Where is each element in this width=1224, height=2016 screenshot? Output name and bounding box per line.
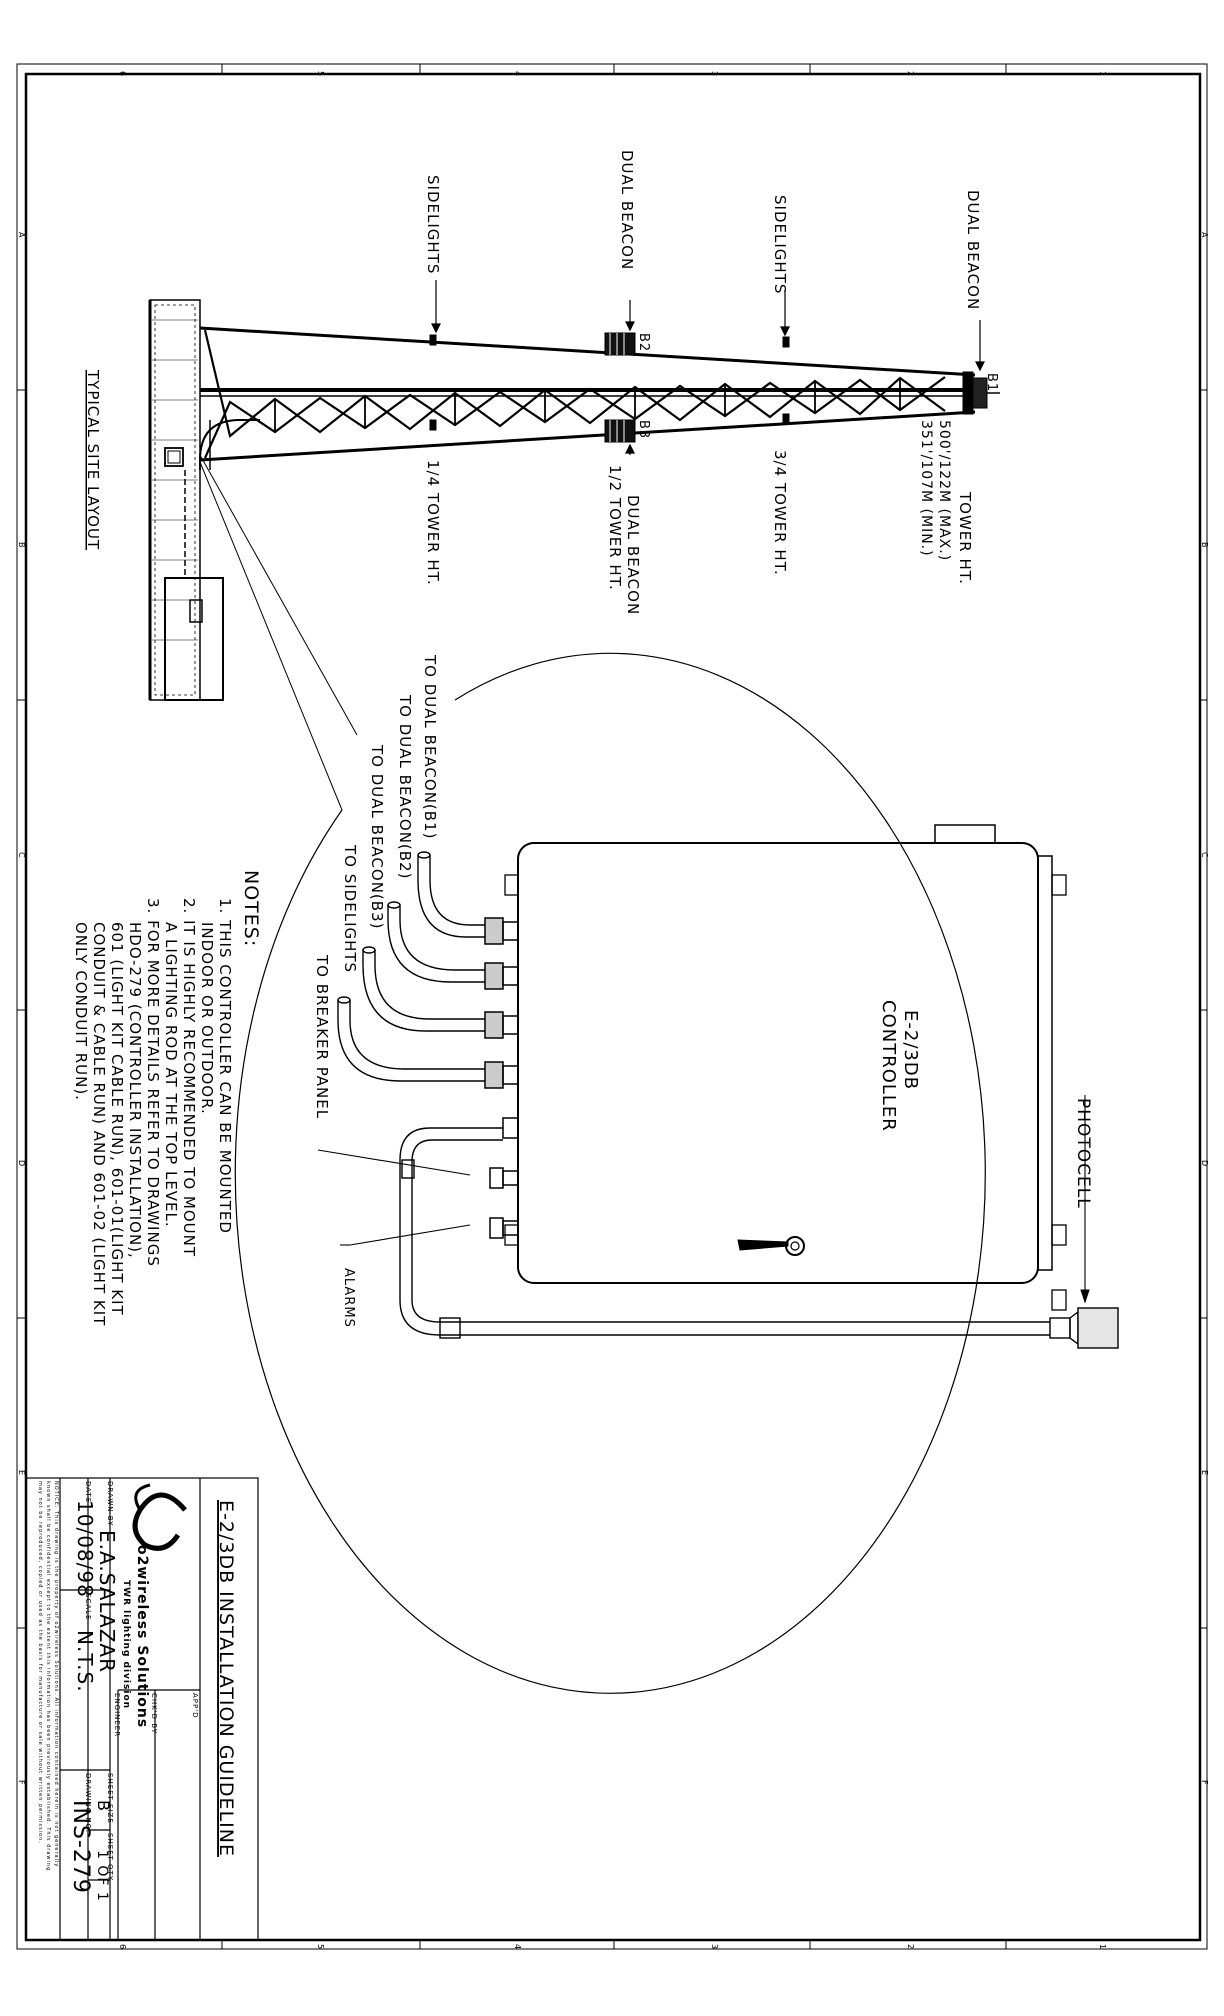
date-value: 10/08/98 [73, 1500, 97, 1598]
label-sidelights-upper: SIDELIGHTS [771, 195, 789, 294]
label-to-breaker: TO BREAKER PANEL [313, 954, 331, 1119]
appd-label: APP'D [191, 1693, 199, 1719]
notes-title: NOTES: [240, 870, 262, 947]
label-alarms: ALARMS [341, 1268, 356, 1328]
zone-letter-left-e: E [17, 1470, 26, 1475]
sheet-border [16, 63, 1208, 1950]
title-block-text: E-2/3DB INSTALLATION GUIDELINE APP'D CHK… [37, 1481, 237, 1902]
zone-letter-left-d: D [17, 1160, 26, 1166]
note-line-8: CONDUIT & CABLE RUN) AND 601-02 (LIGHT K… [90, 922, 108, 1326]
zone-letter-right-d: D [1200, 1160, 1209, 1166]
label-three-quarter-tower: 3/4 TOWER HT. [771, 450, 789, 576]
date-label: DATE [84, 1481, 92, 1503]
drawing-title: E-2/3DB INSTALLATION GUIDELINE [215, 1500, 237, 1857]
company-logo-swirl-icon [132, 1483, 187, 1551]
zone-num-top-6: 6 [118, 71, 127, 76]
drawing-no-label: DRAWING NO. [84, 1773, 92, 1833]
label-typical-site-layout: TYPICAL SITE LAYOUT [84, 369, 102, 550]
zone-num-bottom-3: 3 [710, 1944, 719, 1949]
zone-num-top-2: 2 [906, 71, 915, 76]
label-to-b2: TO DUAL BEACON(B2) [396, 694, 414, 879]
note-line-2: INDOOR OR OUTDOOR. [198, 922, 216, 1115]
note-line-9: ONLY CONDUIT RUN). [72, 922, 90, 1101]
zone-letter-left-c: C [17, 852, 26, 858]
label-dual-beacon-mid-right: DUAL BEACON [624, 495, 642, 615]
label-to-b1: TO DUAL BEACON(B1) [421, 654, 439, 839]
note-line-3: 2. IT IS HIGHLY RECOMMENDED TO MOUNT [180, 898, 198, 1257]
label-sidelights-lower: SIDELIGHTS [424, 175, 442, 274]
scale-label: SCALE [84, 1593, 92, 1620]
zone-letter-right-e: E [1200, 1470, 1209, 1475]
note-line-4: A LIGHTING ROD AT THE TOP LEVEL. [162, 922, 180, 1228]
notes-block: NOTES: 1. THIS CONTROLLER CAN BE MOUNTED… [72, 870, 262, 1326]
zone-num-bottom-1: 1 [1098, 1944, 1107, 1949]
zone-letter-right-b: B [1200, 542, 1209, 548]
tower-leaders [431, 280, 985, 455]
label-to-sidelights: TO SIDELIGHTS [341, 844, 359, 973]
zone-letter-right-a: A [1200, 232, 1209, 238]
sheet-qty-value: 1 OF 1 [94, 1850, 110, 1902]
chkd-label: CHK'D BY [150, 1693, 158, 1734]
label-half-tower: 1/2 TOWER HT. [606, 465, 624, 591]
zone-num-top-4: 4 [513, 71, 522, 76]
zone-letter-left-b: B [17, 542, 26, 548]
sheet-qty-label: SHEET QTY. [106, 1833, 114, 1883]
drawn-by-label: DRAWN BY [106, 1481, 114, 1526]
label-controller-name-1: E-2/3DB [900, 1010, 921, 1090]
zone-num-bottom-5: 5 [316, 1944, 325, 1949]
detail-circle [234, 652, 986, 1694]
zone-letter-left-a: A [17, 232, 26, 238]
zone-num-top-5: 5 [316, 71, 325, 76]
company-name: o2wireless Solutions [134, 1545, 150, 1728]
notice-line-2: known shall be confidential except to th… [45, 1481, 51, 1871]
label-b1: B1 [984, 373, 999, 392]
tower-structure [148, 299, 1000, 811]
label-b3: B3 [636, 420, 651, 439]
zone-num-bottom-4: 4 [513, 1944, 522, 1949]
label-b2: B2 [636, 333, 651, 352]
zone-num-bottom-6: 6 [118, 1944, 127, 1949]
label-dual-beacon-mid: DUAL BEACON [618, 150, 636, 270]
notice-line-3: may not be reproduced, copied or used as… [37, 1481, 43, 1844]
note-line-5: 3. FOR MORE DETAILS REFER TO DRAWINGS [144, 898, 162, 1267]
border-zone-labels: 6 5 4 3 2 1 6 5 4 3 2 1 A B C D E F A B … [17, 71, 1209, 1949]
zone-num-bottom-2: 2 [906, 1944, 915, 1949]
note-line-1: 1. THIS CONTROLLER CAN BE MOUNTED [216, 898, 234, 1234]
zone-letter-left-f: F [17, 1780, 26, 1785]
drawing-no-value: INS-279 [68, 1800, 93, 1894]
label-dual-beacon-top: DUAL BEACON [964, 190, 982, 310]
label-to-b3: TO DUAL BEACON(B3) [368, 744, 386, 929]
label-photocell: PHOTOCELL [1073, 1098, 1093, 1209]
note-line-7: 601 (LIGHT KIT CABLE RUN), 601-01(LIGHT … [108, 922, 126, 1316]
controller-enclosure [317, 824, 1119, 1349]
drawn-by-value: E.A.SALAZAR [95, 1530, 119, 1673]
notice-line-1: NOTICE: This drawing is the property of … [53, 1481, 59, 1867]
label-controller-name-2: CONTROLLER [878, 1000, 899, 1132]
tower-labels: DUAL BEACON B1 TOWER HT. 500'/122M (MAX.… [84, 150, 999, 615]
label-tower-ht-min: 351'/107M (MIN.) [918, 420, 934, 557]
note-line-6: HDO-279 (CONTROLLER INSTALLATION), [126, 922, 144, 1259]
label-tower-ht-max: 500'/122M (MAX.) [936, 420, 952, 561]
controller-labels: PHOTOCELL E-2/3DB CONTROLLER TO DUAL BEA… [313, 654, 1093, 1328]
zone-letter-right-c: C [1200, 852, 1209, 858]
scale-value: N.T.S. [73, 1630, 97, 1693]
zone-letter-right-f: F [1200, 1780, 1209, 1785]
title-block [25, 1477, 259, 1941]
sheet-size-value: B [94, 1800, 113, 1812]
company-division: TWR lighting division [121, 1580, 131, 1709]
label-quarter-tower: 1/4 TOWER HT. [424, 460, 442, 586]
zone-num-top-3: 3 [710, 71, 719, 76]
zone-num-top-1: 1 [1098, 71, 1107, 76]
engineer-label: ENGINEER [113, 1693, 121, 1737]
label-tower-ht: TOWER HT. [956, 491, 974, 585]
sheet-size-label: SHEET SIZE [106, 1773, 114, 1824]
